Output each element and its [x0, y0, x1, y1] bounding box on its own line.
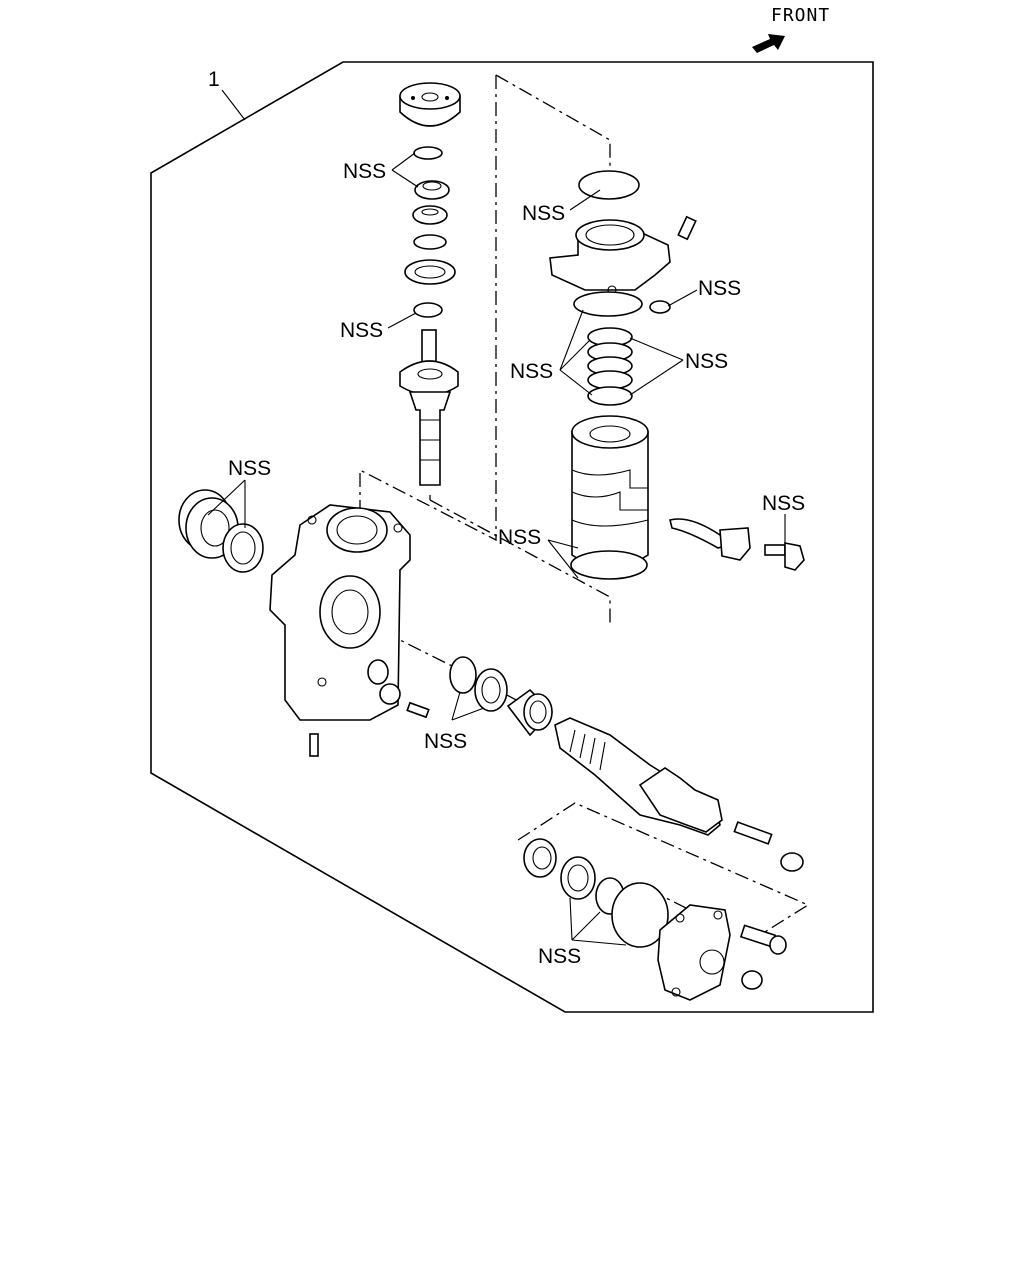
spacer-ring [413, 234, 447, 250]
piston-seal-ring [570, 550, 648, 580]
nss-label-7: NSS [228, 457, 271, 480]
nss-label-1: NSS [343, 160, 386, 183]
housing-seal-ring [573, 291, 643, 317]
nss-label-3: NSS [522, 202, 565, 225]
side-cover [657, 904, 731, 1001]
guide-clamp-bolt [764, 542, 805, 571]
nss-label-5: NSS [510, 360, 553, 383]
sector-shaft [554, 717, 723, 836]
nss-label-8: NSS [762, 492, 805, 515]
ball-return-guide [669, 518, 751, 561]
ball-bearing-retainer [404, 259, 456, 285]
nss-leader-lines [207, 152, 786, 946]
nss-label-9: NSS [498, 526, 541, 549]
oil-seal-upper [414, 180, 450, 200]
top-adjuster-cap [399, 82, 461, 127]
sector-seal-ring-1 [449, 656, 477, 694]
sector-oil-seal [474, 668, 508, 712]
o-ring-top [413, 146, 443, 160]
nss-label-2: NSS [340, 319, 383, 342]
assembly-ref-leader [221, 89, 246, 121]
side-cover-bearing [523, 838, 557, 878]
rack-piston [571, 415, 649, 569]
nss-label-11: NSS [538, 945, 581, 968]
small-o-ring [649, 300, 671, 314]
seal-ring-stack [587, 327, 633, 406]
o-ring-shaft [413, 302, 443, 318]
input-shaft [399, 329, 459, 486]
nss-label-4: NSS [698, 277, 741, 300]
gear-housing [269, 504, 411, 721]
side-cover-bolt [739, 924, 787, 955]
nss-label-10: NSS [424, 730, 467, 753]
front-label: FRONT [771, 5, 830, 26]
valve-housing [549, 219, 671, 295]
side-cover-gasket [611, 882, 669, 948]
adjusting-screw-lock-nut [780, 852, 804, 872]
bearing-race [412, 205, 448, 225]
nss-label-6: NSS [685, 350, 728, 373]
valve-o-ring-large [578, 170, 640, 200]
housing-stud [309, 733, 319, 757]
side-oil-seal [222, 523, 264, 573]
housing-plug-screw [406, 701, 430, 719]
assembly-boundary [150, 61, 874, 1013]
side-cover-seal [560, 856, 596, 900]
side-cover-nut [741, 970, 763, 990]
valve-housing-bleed-screw [677, 215, 697, 241]
front-arrow-icon [752, 34, 785, 53]
needle-bearing [506, 688, 554, 737]
adjusting-screw [733, 821, 773, 845]
assembly-ref-number: 1 [208, 68, 220, 91]
